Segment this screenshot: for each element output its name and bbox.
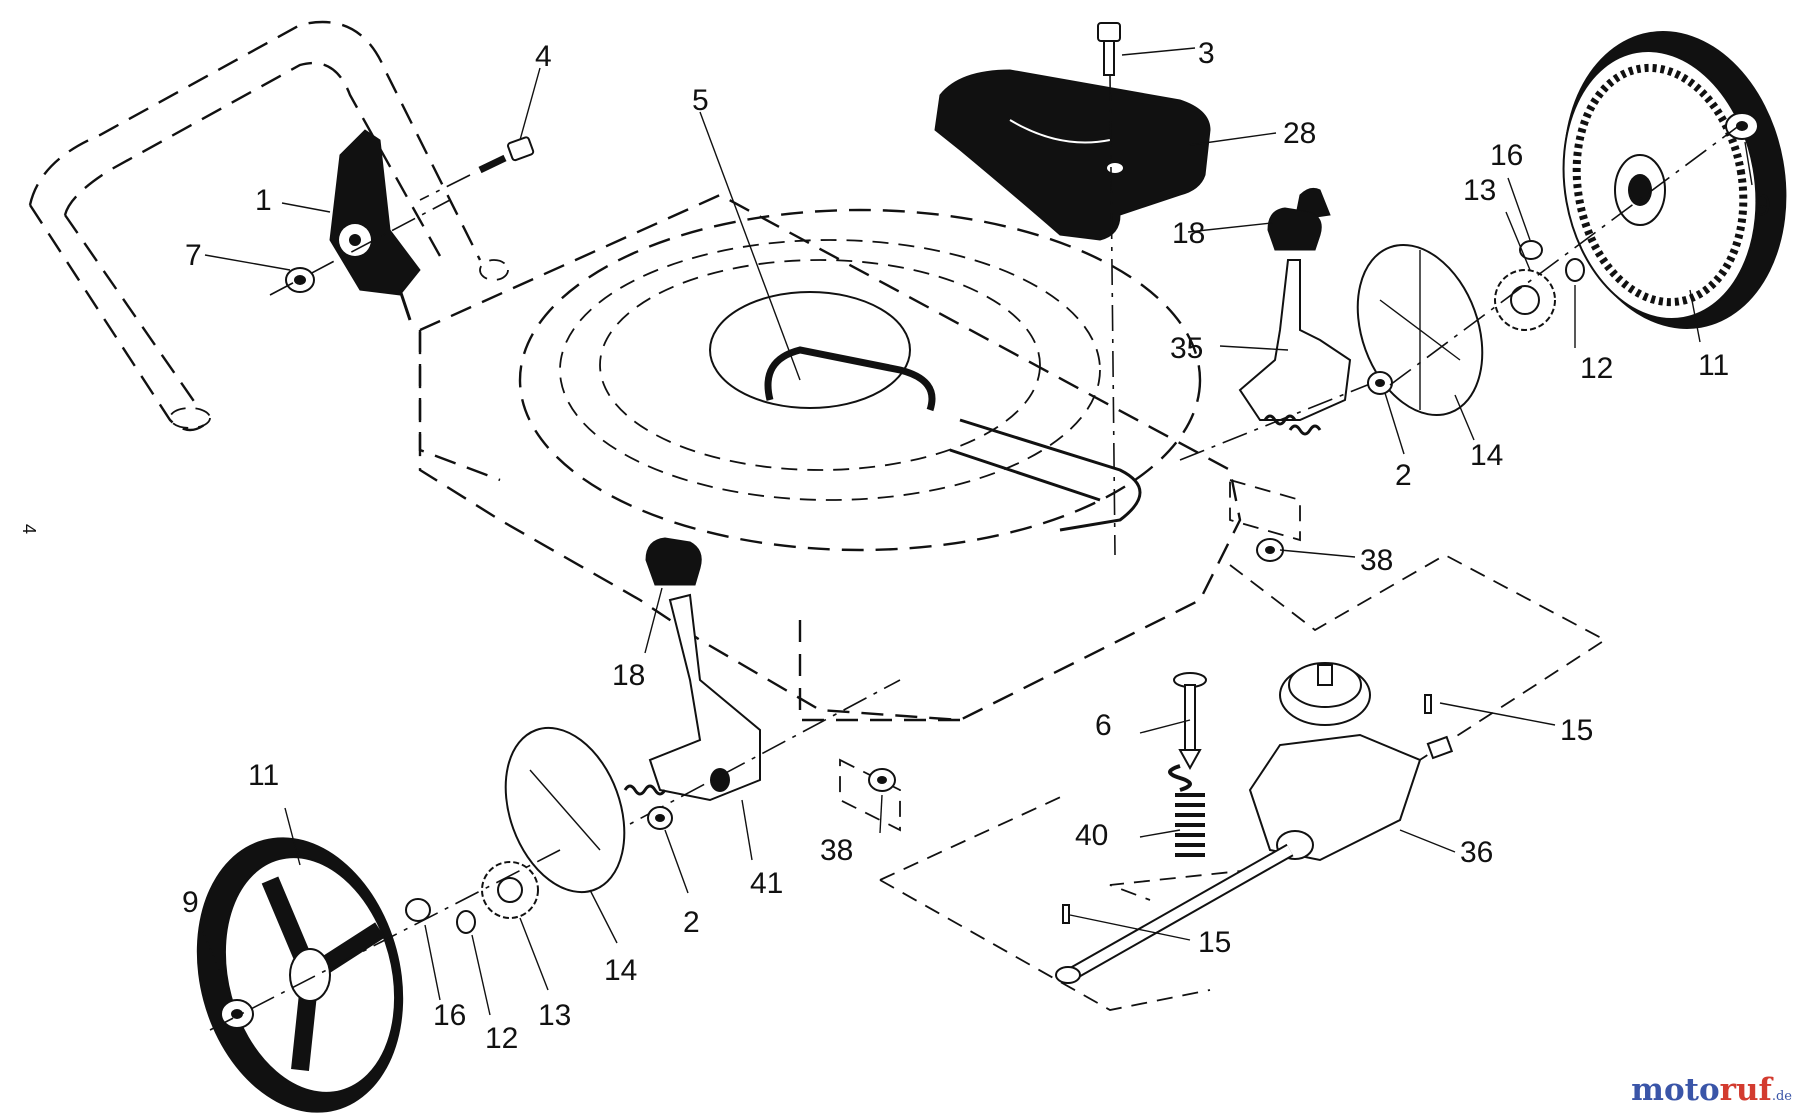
wheel-right-part-11	[1562, 31, 1787, 329]
callout-40: 40	[1075, 819, 1108, 852]
bolt-part-3	[1097, 22, 1121, 556]
callout-labels: 1 2 2 3 4 5 6 7 9 9 11 11 12 12 13 13 14…	[182, 37, 1771, 1055]
transmission-box-outline	[879, 553, 1607, 1011]
callout-18-right: 18	[1172, 217, 1205, 250]
clip-right-part-12	[1565, 258, 1585, 282]
callout-18-left: 18	[612, 659, 645, 692]
nut-part-7	[269, 199, 451, 296]
callout-12-right: 12	[1580, 352, 1613, 385]
height-adjuster-right-part-35	[1179, 187, 1381, 461]
handle-outline	[28, 20, 509, 432]
callout-16-left: 16	[433, 999, 466, 1032]
callout-38-right: 38	[1360, 544, 1393, 577]
callout-35: 35	[1170, 332, 1203, 365]
callout-7: 7	[185, 239, 202, 272]
rear-cover	[934, 69, 1211, 241]
callout-3: 3	[1198, 37, 1215, 70]
pin-parts-15	[1062, 694, 1432, 924]
callout-11-right: 11	[1698, 349, 1729, 382]
motoruf-watermark: motoruf.de	[1631, 1072, 1792, 1108]
callout-38-left: 38	[820, 834, 853, 867]
washer-left-part-2	[647, 806, 673, 830]
washer-right-part-2	[1367, 371, 1393, 395]
callout-4: 4	[535, 40, 552, 73]
callout-14-right: 14	[1470, 439, 1503, 472]
control-lever-part-1	[329, 129, 421, 321]
nut-right-part-9	[1725, 112, 1759, 140]
height-adjuster-left-part-41	[623, 537, 761, 802]
axle-shaft	[1055, 843, 1294, 984]
clip-left-part-12	[456, 910, 476, 934]
spring-part-40	[1168, 764, 1205, 857]
callout-15-right: 15	[1560, 714, 1593, 747]
callout-41: 41	[750, 867, 783, 900]
wheel-left-part-11	[196, 837, 404, 1113]
callout-2-right: 2	[1395, 459, 1412, 492]
washer-left-part-16	[405, 898, 431, 922]
washer-right-part-16	[1519, 240, 1543, 260]
gear-left-part-13	[481, 861, 539, 919]
transmission-part-36	[1248, 662, 1454, 862]
callout-9-left: 9	[182, 886, 199, 919]
gear-right-part-13	[1494, 269, 1556, 331]
callout-1: 1	[255, 184, 272, 217]
side-page-number: 4	[19, 524, 39, 534]
callout-13-right: 13	[1463, 174, 1496, 207]
callout-12-left: 12	[485, 1022, 518, 1055]
callout-28: 28	[1283, 117, 1316, 150]
nut-part-38-left	[839, 758, 901, 832]
callout-2-left: 2	[683, 906, 700, 939]
callout-6: 6	[1095, 709, 1112, 742]
pin-part-6	[1173, 672, 1207, 771]
bolt-part-4	[419, 136, 535, 201]
hubcap-right-part-14	[1356, 243, 1484, 417]
callout-14-left: 14	[604, 954, 637, 987]
callout-leaders	[202, 47, 1753, 1016]
callout-15-left: 15	[1198, 926, 1231, 959]
deck-belt-opening	[709, 291, 1142, 532]
hubcap-left-part-14	[504, 726, 626, 894]
mower-deck-outline	[418, 193, 1242, 722]
nut-left-part-9	[220, 999, 254, 1029]
callout-13-left: 13	[538, 999, 571, 1032]
callout-9-right: 9	[1754, 189, 1771, 222]
callout-36: 36	[1460, 836, 1493, 869]
callout-16-right: 16	[1490, 139, 1523, 172]
callout-5: 5	[692, 84, 709, 117]
callout-11-left: 11	[248, 759, 279, 792]
